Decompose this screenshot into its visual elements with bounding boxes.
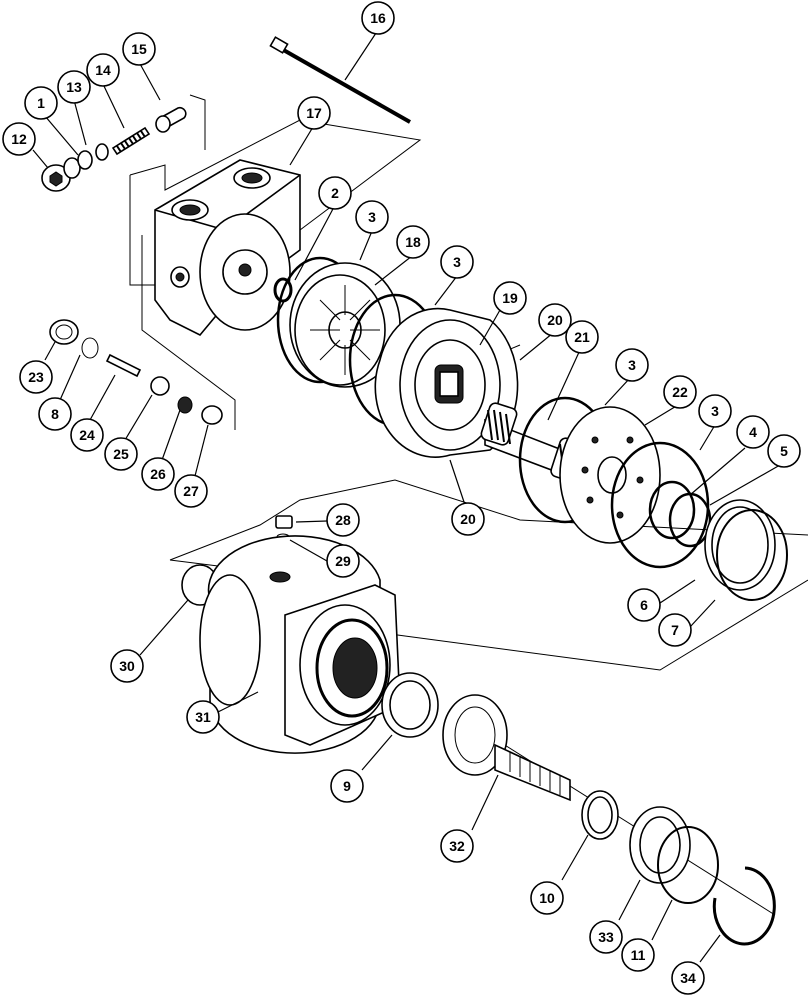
callout-21: 21 <box>565 320 599 354</box>
callout-label: 4 <box>749 424 757 440</box>
callout-10: 10 <box>530 881 564 915</box>
callout-25: 25 <box>104 437 138 471</box>
callout-label: 6 <box>640 597 648 613</box>
callout-label: 5 <box>780 443 788 459</box>
callout-9: 9 <box>330 769 364 803</box>
callout-label: 32 <box>449 838 465 854</box>
motor-housing <box>199 535 401 754</box>
leader-lines <box>32 29 781 963</box>
callout-33: 33 <box>589 920 623 954</box>
o-ring-5 <box>668 492 712 548</box>
callout-20a: 20 <box>538 303 572 337</box>
manifold-plate <box>276 256 401 388</box>
callout-label: 17 <box>306 105 322 121</box>
callout-label: 21 <box>574 329 590 345</box>
callout-13: 13 <box>57 70 91 104</box>
callout-24: 24 <box>70 418 104 452</box>
tie-bolt <box>269 36 411 124</box>
callout-34: 34 <box>671 961 705 995</box>
callout-label: 2 <box>331 185 339 201</box>
callout-label: 29 <box>335 553 351 569</box>
callout-15: 15 <box>122 32 156 66</box>
callout-3d: 3 <box>698 394 732 428</box>
callout-6: 6 <box>627 588 661 622</box>
callout-2: 2 <box>318 176 352 210</box>
callout-label: 16 <box>370 10 386 26</box>
callout-label: 23 <box>28 369 44 385</box>
callout-label: 11 <box>631 947 646 963</box>
callout-31: 31 <box>186 700 220 734</box>
callout-16: 16 <box>361 1 395 35</box>
callout-26: 26 <box>141 457 175 491</box>
output-shaft <box>442 694 571 802</box>
callout-label: 19 <box>502 290 518 306</box>
callout-8: 8 <box>38 397 72 431</box>
callout-14: 14 <box>86 53 120 87</box>
thrust-washer <box>381 672 439 738</box>
gerotor-set <box>348 293 519 458</box>
callout-11: 11 <box>621 938 655 972</box>
callout-label: 15 <box>131 41 147 57</box>
callout-4: 4 <box>736 415 770 449</box>
callout-12: 12 <box>2 122 36 156</box>
o-ring-4 <box>648 480 696 540</box>
callout-label: 13 <box>66 79 82 95</box>
callout-label: 22 <box>672 384 688 400</box>
callout-label: 3 <box>711 403 719 419</box>
callout-23: 23 <box>19 360 53 394</box>
callout-label: 33 <box>598 929 614 945</box>
callout-22: 22 <box>663 375 697 409</box>
end-plate <box>559 406 661 544</box>
check-valve-parts <box>49 319 223 425</box>
callout-7: 7 <box>658 613 692 647</box>
callout-label: 27 <box>183 483 199 499</box>
callout-label: 34 <box>680 970 696 986</box>
callout-label: 30 <box>119 658 135 674</box>
callout-label: 31 <box>195 709 211 725</box>
callout-19: 19 <box>493 281 527 315</box>
callout-5: 5 <box>767 434 801 468</box>
callout-label: 7 <box>671 622 679 638</box>
callout-label: 20 <box>460 511 476 527</box>
callout-label: 14 <box>95 62 111 78</box>
callout-3b: 3 <box>440 245 474 279</box>
callout-27: 27 <box>174 474 208 508</box>
relief-valve-parts <box>41 106 187 192</box>
callout-18: 18 <box>396 225 430 259</box>
callout-3a: 3 <box>355 200 389 234</box>
callout-label: 20 <box>547 312 563 328</box>
callout-30: 30 <box>110 649 144 683</box>
valve-housing <box>154 159 301 336</box>
callout-label: 9 <box>343 778 351 794</box>
callout-label: 8 <box>51 406 59 422</box>
shaft-seal <box>629 806 719 904</box>
callout-label: 24 <box>79 427 95 443</box>
callout-3c: 3 <box>615 348 649 382</box>
callout-label: 18 <box>405 234 421 250</box>
callout-label: 10 <box>539 890 555 906</box>
callout-label: 25 <box>113 446 129 462</box>
callout-28: 28 <box>326 503 360 537</box>
callout-label: 1 <box>37 95 45 111</box>
retaining-rings <box>704 499 788 601</box>
callout-29: 29 <box>326 544 360 578</box>
callout-label: 3 <box>453 254 461 270</box>
snap-ring-34 <box>712 866 776 946</box>
bearing-10 <box>581 790 619 840</box>
callout-20b: 20 <box>451 502 485 536</box>
callout-1: 1 <box>24 86 58 120</box>
callout-32: 32 <box>440 829 474 863</box>
callout-label: 12 <box>11 131 27 147</box>
callout-17: 17 <box>297 96 331 130</box>
callout-label: 26 <box>150 466 166 482</box>
seal-ring-3d <box>610 441 710 569</box>
drain-plug <box>275 515 293 541</box>
callout-label: 28 <box>335 512 351 528</box>
callout-label: 3 <box>628 357 636 373</box>
callout-label: 3 <box>368 209 376 225</box>
